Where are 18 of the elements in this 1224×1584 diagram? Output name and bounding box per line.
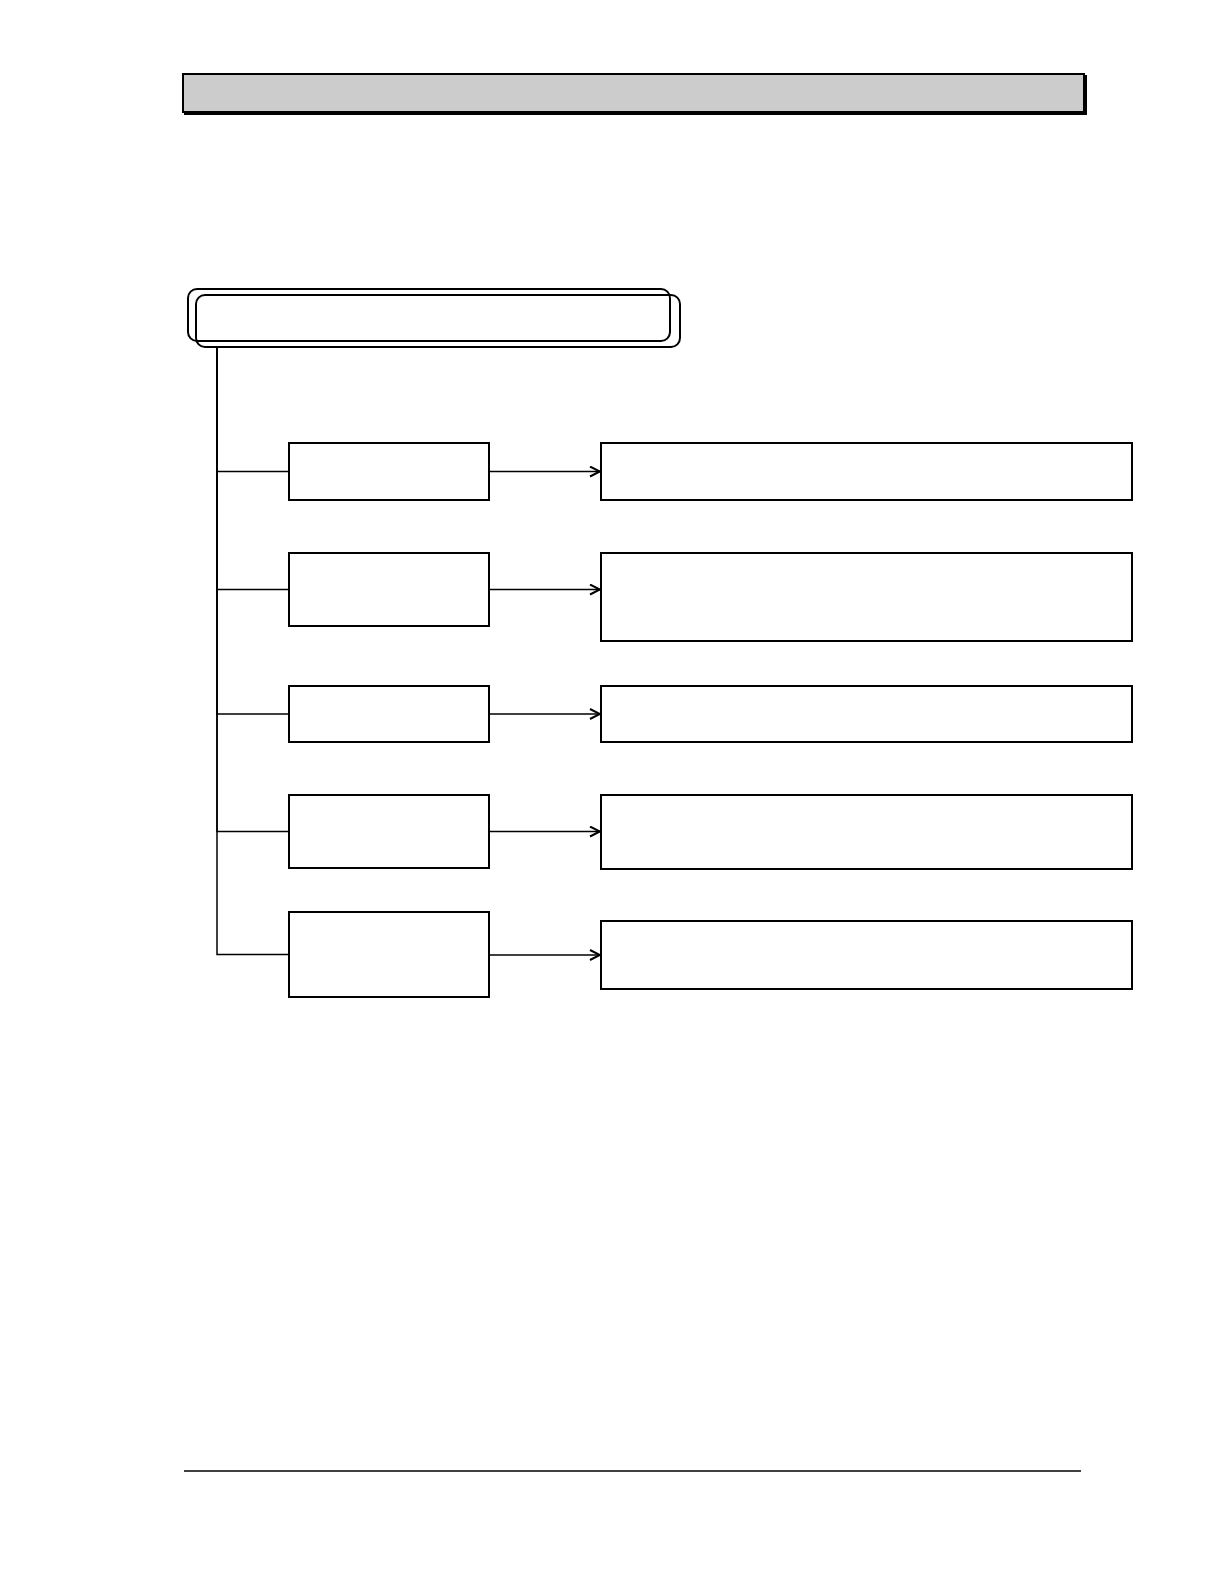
- arrow: [489, 825, 601, 838]
- arrow: [489, 583, 601, 596]
- arrow: [489, 708, 601, 720]
- rounded-box: [187, 288, 681, 348]
- process-box: [288, 911, 490, 998]
- process-box: [288, 442, 490, 501]
- process-box: [600, 685, 1133, 743]
- process-box: [288, 552, 490, 627]
- process-box: [600, 920, 1133, 990]
- arrow: [489, 465, 601, 478]
- arrow: [489, 949, 601, 961]
- process-box: [288, 685, 490, 743]
- connector-line: [216, 347, 289, 956]
- process-box: [288, 794, 490, 869]
- title-bar: [182, 73, 1085, 113]
- process-box: [600, 794, 1133, 870]
- process-box: [600, 442, 1133, 501]
- process-box: [600, 552, 1133, 642]
